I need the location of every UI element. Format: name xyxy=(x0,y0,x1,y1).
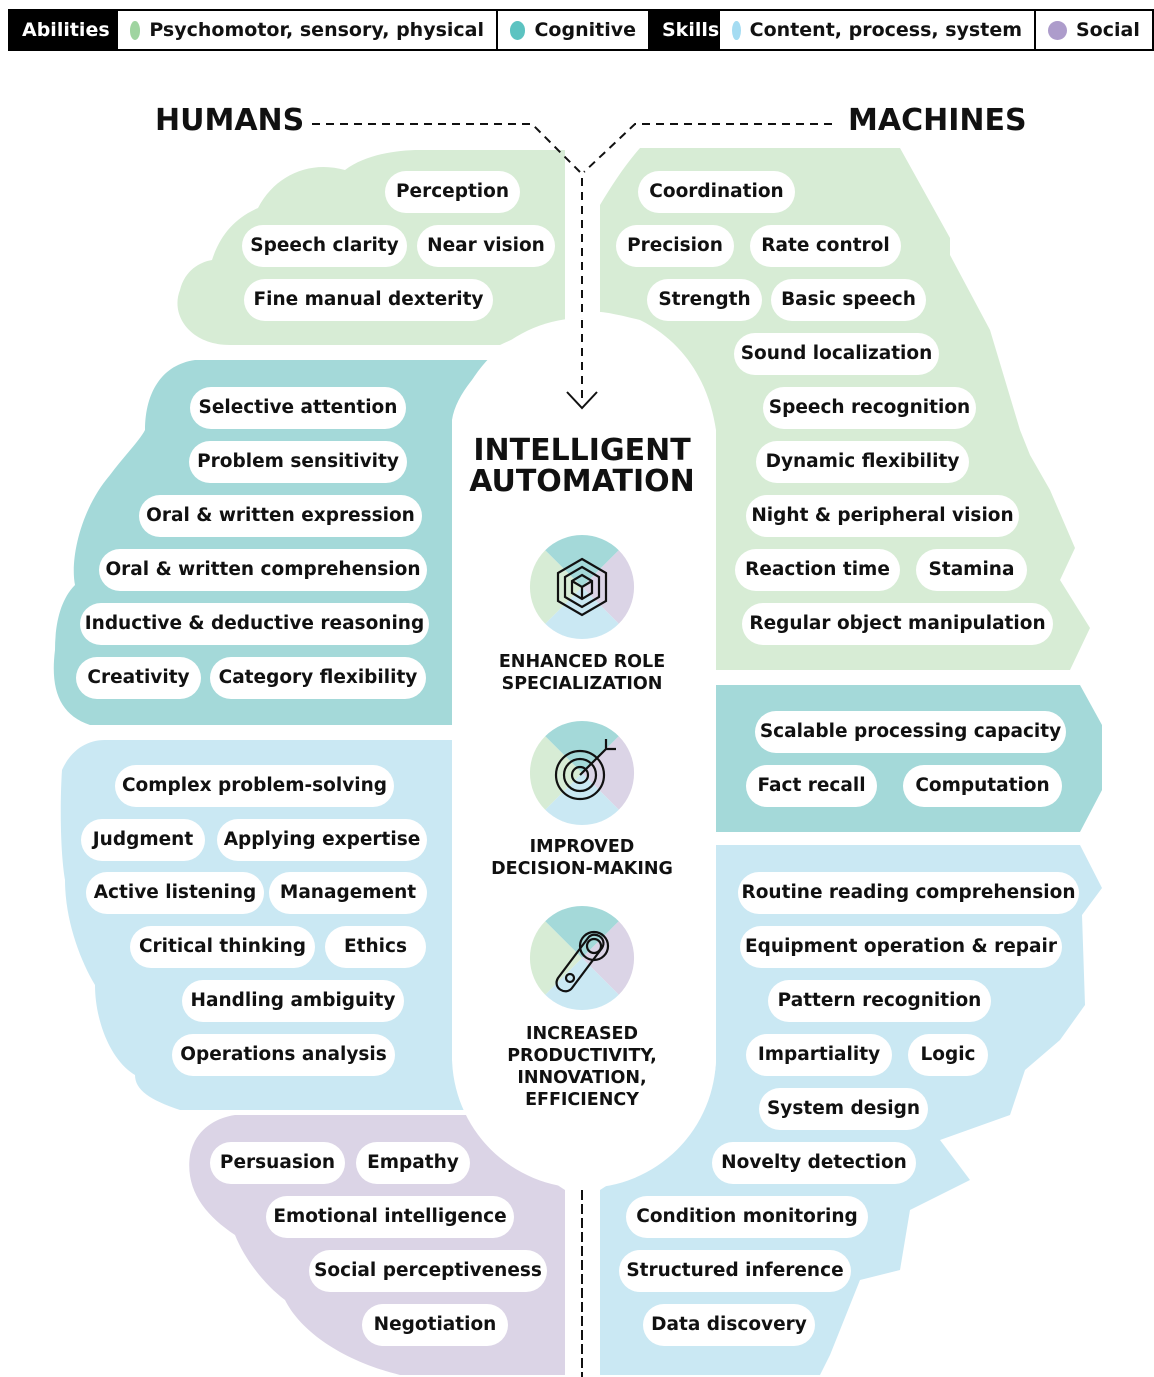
skill-pill: Coordination xyxy=(638,171,795,213)
humans-heading: HUMANS xyxy=(155,103,305,138)
hexagon-cube-icon xyxy=(529,534,635,640)
skill-pill: Condition monitoring xyxy=(626,1196,868,1238)
skill-pill: Equipment operation & repair xyxy=(740,926,1062,968)
outcome-caption-1: ENHANCED ROLE SPECIALIZATION xyxy=(460,651,704,695)
outcome-2-line-1: IMPROVED xyxy=(529,837,635,857)
target-dart-icon xyxy=(529,720,635,826)
skill-pill: Oral & written comprehension xyxy=(99,549,427,591)
skill-pill: Selective attention xyxy=(190,387,406,429)
skill-pill: Speech clarity xyxy=(242,225,407,267)
skill-pill: Rate control xyxy=(750,225,901,267)
outcome-caption-3: INCREASED PRODUCTIVITY, INNOVATION, EFFI… xyxy=(460,1023,704,1111)
skill-pill: Negotiation xyxy=(362,1304,508,1346)
legend-label: Content, process, system xyxy=(749,19,1022,41)
skill-pill: Inductive & deductive reasoning xyxy=(80,603,429,645)
skill-pill: Empathy xyxy=(356,1142,470,1184)
skill-pill: Category flexibility xyxy=(210,657,426,699)
skill-pill: Operations analysis xyxy=(172,1034,395,1076)
skill-pill: Speech recognition xyxy=(763,387,976,429)
skill-pill: Precision xyxy=(616,225,734,267)
skill-pill: Problem sensitivity xyxy=(189,441,407,483)
skill-pill: Ethics xyxy=(325,926,426,968)
skill-pill: Data discovery xyxy=(643,1304,815,1346)
legend-label: Psychomotor, sensory, physical xyxy=(149,19,484,41)
skill-pill: Complex problem-solving xyxy=(115,765,394,807)
outcome-3-line-4: EFFICIENCY xyxy=(525,1090,639,1110)
center-title-line2: AUTOMATION xyxy=(469,464,695,499)
outcome-caption-2: IMPROVED DECISION-MAKING xyxy=(460,836,704,880)
skill-pill: Management xyxy=(269,872,427,914)
skill-pill: Active listening xyxy=(86,872,264,914)
skill-pill: Routine reading comprehension xyxy=(738,872,1079,914)
skill-pill: Fact recall xyxy=(746,765,877,807)
skill-pill: Logic xyxy=(908,1034,988,1076)
legend-label: Cognitive xyxy=(534,19,636,41)
outcome-1-line-2: SPECIALIZATION xyxy=(501,674,663,694)
skill-pill: Fine manual dexterity xyxy=(244,279,493,321)
legend-dot-icon xyxy=(1048,20,1067,40)
skill-pill: Social perceptiveness xyxy=(309,1250,547,1292)
skill-pill: Computation xyxy=(903,765,1062,807)
skill-pill: Critical thinking xyxy=(130,926,315,968)
skill-pill: Basic speech xyxy=(771,279,926,321)
legend-dot-icon xyxy=(130,20,141,40)
machines-heading: MACHINES xyxy=(848,103,1027,138)
legend-group-label: Skills xyxy=(650,11,720,49)
skill-pill: Strength xyxy=(647,279,762,321)
legend-label: Social xyxy=(1076,19,1140,41)
skill-pill: Regular object manipulation xyxy=(742,603,1053,645)
legend-dot-icon xyxy=(732,20,741,40)
legend-label: Abilities xyxy=(22,19,110,41)
skill-pill: System design xyxy=(759,1088,928,1130)
legend-dot-icon xyxy=(510,20,526,40)
skill-pill: Impartiality xyxy=(746,1034,892,1076)
skill-pill: Novelty detection xyxy=(712,1142,916,1184)
skill-pill: Sound localization xyxy=(734,333,939,375)
skill-pill: Persuasion xyxy=(210,1142,345,1184)
legend-bar: Abilities Psychomotor, sensory, physical C… xyxy=(8,9,1154,51)
skill-pill: Oral & written expression xyxy=(139,495,422,537)
skill-pill: Dynamic flexibility xyxy=(756,441,969,483)
legend-item: Psychomotor, sensory, physical xyxy=(118,11,498,49)
outcome-2-line-2: DECISION-MAKING xyxy=(491,859,673,879)
skill-pill: Reaction time xyxy=(735,549,900,591)
outcome-3-line-2: PRODUCTIVITY, xyxy=(507,1046,657,1066)
legend-group-label: Abilities xyxy=(10,11,118,49)
skill-pill: Near vision xyxy=(417,225,555,267)
mouse-cursor-icon xyxy=(529,905,635,1011)
skill-pill: Judgment xyxy=(81,819,205,861)
skill-pill: Handling ambiguity xyxy=(182,980,404,1022)
outcome-3-line-3: INNOVATION, xyxy=(517,1068,647,1088)
legend-item: Social xyxy=(1036,11,1152,49)
legend-item: Cognitive xyxy=(498,11,650,49)
legend-item: Content, process, system xyxy=(720,11,1036,49)
legend-label: Skills xyxy=(662,19,720,41)
skill-pill: Creativity xyxy=(76,657,201,699)
skill-pill: Applying expertise xyxy=(217,819,427,861)
center-title-line1: INTELLIGENT xyxy=(473,433,691,468)
skill-pill: Perception xyxy=(385,171,520,213)
skill-pill: Emotional intelligence xyxy=(266,1196,514,1238)
skill-pill: Structured inference xyxy=(619,1250,851,1292)
skill-pill: Scalable processing capacity xyxy=(755,711,1066,753)
skill-pill: Stamina xyxy=(916,549,1027,591)
outcome-3-line-1: INCREASED xyxy=(525,1024,639,1044)
outcome-1-line-1: ENHANCED ROLE xyxy=(498,652,666,672)
skill-pill: Night & peripheral vision xyxy=(746,495,1019,537)
skill-pill: Pattern recognition xyxy=(768,980,991,1022)
